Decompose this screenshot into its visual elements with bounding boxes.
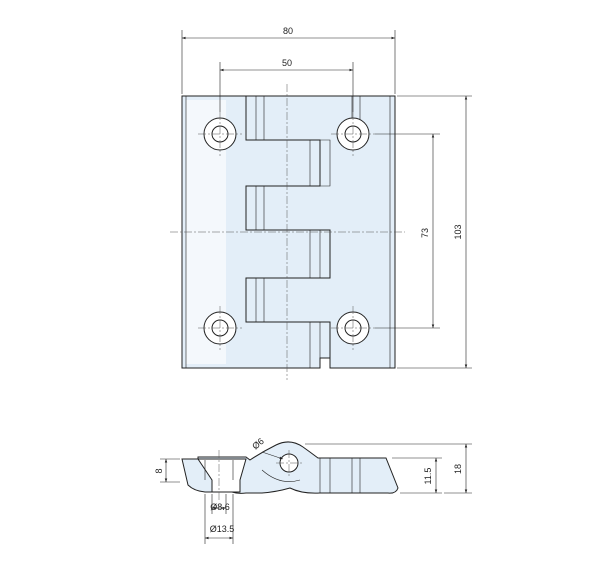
side-body-contour <box>261 469 301 482</box>
dim-hole-spacing-vertical: 73 <box>375 133 440 329</box>
dim-leaf-thickness: 8 <box>154 458 180 483</box>
knuckle-inner-line-2 <box>309 139 331 187</box>
side-knuckle-lines <box>319 458 361 493</box>
knuckle-inner-line-6 <box>309 322 321 368</box>
dim-knuckle-height-label: 11.5 <box>423 468 433 485</box>
dim-leaf-thickness-label: 8 <box>154 468 164 473</box>
dim-countersink-inner: Ø8.6 <box>210 494 230 514</box>
dim-knuckle-height: 11.5 <box>392 457 442 494</box>
mounting-hole-bottom-right <box>331 306 375 350</box>
dim-countersink-outer-label: Ø13.5 <box>210 524 235 534</box>
mounting-hole-top-left <box>198 112 242 156</box>
dim-overall-height: 103 <box>397 95 472 369</box>
knuckle-inner-line-4 <box>309 230 321 278</box>
mounting-hole-top-right <box>331 112 375 156</box>
pin-hole <box>276 450 302 476</box>
hinge-side-view: Ø6 8 Ø8.6 Ø13.5 11.5 <box>154 436 472 544</box>
knuckle-inner-line-1 <box>255 96 265 140</box>
knuckle-inner-line-5 <box>255 278 265 322</box>
dim-total-height: 18 <box>305 443 472 494</box>
dim-hole-spacing-horizontal: 50 <box>219 58 354 112</box>
countersink-section <box>197 458 247 493</box>
dim-hole-spacing-horizontal-label: 50 <box>282 58 292 68</box>
dim-overall-width: 80 <box>181 26 396 94</box>
dim-overall-height-label: 103 <box>453 224 463 239</box>
dim-countersink-outer: Ø13.5 <box>204 494 235 544</box>
dim-total-height-label: 18 <box>453 464 463 474</box>
countersink-hatch-edges <box>204 460 234 480</box>
dim-overall-width-label: 80 <box>283 26 293 36</box>
knuckle-inner-line-3 <box>255 186 265 230</box>
mounting-hole-bottom-left <box>198 306 242 350</box>
dim-countersink-inner-label: Ø8.6 <box>210 502 230 512</box>
dim-hole-spacing-vertical-label: 73 <box>420 228 430 238</box>
knuckle-outline <box>245 96 331 368</box>
dim-pin-diameter-label: Ø6 <box>250 436 266 451</box>
hinge-top-view: 80 50 73 103 <box>170 26 472 380</box>
